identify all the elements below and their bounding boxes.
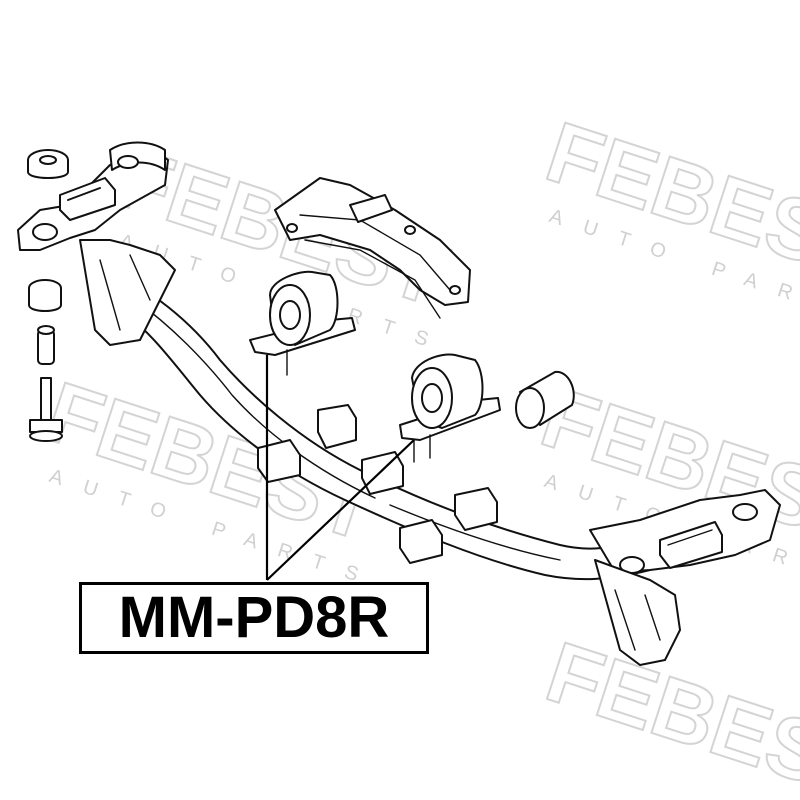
engine-mount-left (249, 270, 356, 379)
left-mount-bracket (17, 141, 176, 346)
beam-tabs (257, 404, 498, 564)
part-number-label: MM-PD8R (79, 582, 429, 654)
engine-mount-right (399, 353, 501, 463)
bolt-stack-left (27, 149, 69, 442)
part-number-text: MM-PD8R (118, 585, 390, 650)
bushing-cylinder (515, 370, 575, 429)
upper-bracket (274, 177, 471, 319)
watermark-brand: FEBEST (536, 104, 800, 300)
right-mount-bracket (589, 489, 781, 666)
leader-lines (265, 355, 415, 581)
